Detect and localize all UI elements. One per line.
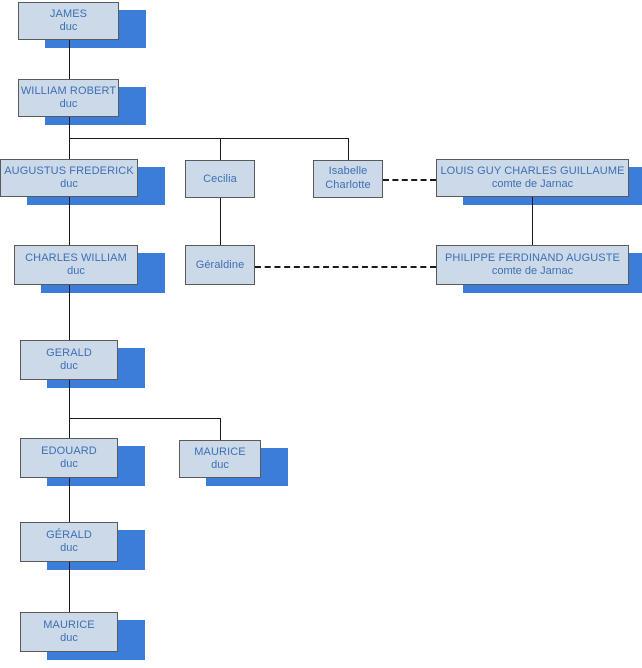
- person-name: CHARLES WILLIAM: [25, 252, 127, 265]
- connector-line: [69, 418, 70, 438]
- person-name: Cecilia: [203, 172, 237, 185]
- person-name: PHILIPPE FERDINAND AUGUSTE: [445, 252, 620, 265]
- connector-line: [69, 117, 70, 138]
- connector-line: [69, 285, 70, 340]
- person-title: duc: [60, 632, 78, 644]
- person-name: JAMES: [49, 8, 88, 21]
- connector-line: [69, 478, 70, 522]
- marriage-link: [255, 266, 436, 268]
- connector-line: [69, 138, 70, 159]
- person-title: duc: [67, 265, 85, 277]
- person-node-geraldine[interactable]: Géraldine: [185, 245, 255, 285]
- person-title: duc: [60, 178, 78, 190]
- person-title: comte de Jarnac: [491, 265, 574, 277]
- person-title: duc: [59, 98, 78, 110]
- connector-line: [220, 138, 221, 160]
- connector-line: [69, 418, 220, 419]
- person-title: duc: [60, 458, 78, 470]
- connector-line: [348, 138, 349, 160]
- person-name: WILLIAM ROBERT: [20, 85, 117, 98]
- connector-line: [220, 418, 221, 440]
- connector-line: [69, 197, 70, 245]
- person-name: Isabelle Charlotte: [325, 165, 371, 191]
- connector-line: [532, 197, 533, 245]
- person-title: duc: [59, 21, 78, 33]
- marriage-link: [383, 179, 436, 181]
- connector-line: [69, 562, 70, 612]
- connector-line: [69, 380, 70, 418]
- person-title: duc: [211, 459, 229, 471]
- person-name: GÉRALD: [46, 529, 92, 542]
- person-name: GERALD: [46, 347, 92, 360]
- person-title: duc: [60, 542, 78, 554]
- person-node-cecilia[interactable]: Cecilia: [185, 160, 255, 198]
- person-name: EDOUARD: [41, 445, 97, 458]
- person-name: MAURICE: [194, 446, 246, 459]
- person-title: duc: [60, 360, 78, 372]
- connector-line: [220, 198, 221, 245]
- person-node-isabelle[interactable]: Isabelle Charlotte: [313, 160, 383, 198]
- connector-line: [69, 138, 349, 139]
- person-name: AUGUSTUS FREDERICK: [4, 165, 134, 178]
- person-name: Géraldine: [195, 258, 245, 271]
- person-name: MAURICE: [43, 619, 95, 632]
- person-name: LOUIS GUY CHARLES GUILLAUME: [440, 165, 625, 178]
- person-title: comte de Jarnac: [491, 178, 574, 190]
- connector-line: [69, 40, 70, 79]
